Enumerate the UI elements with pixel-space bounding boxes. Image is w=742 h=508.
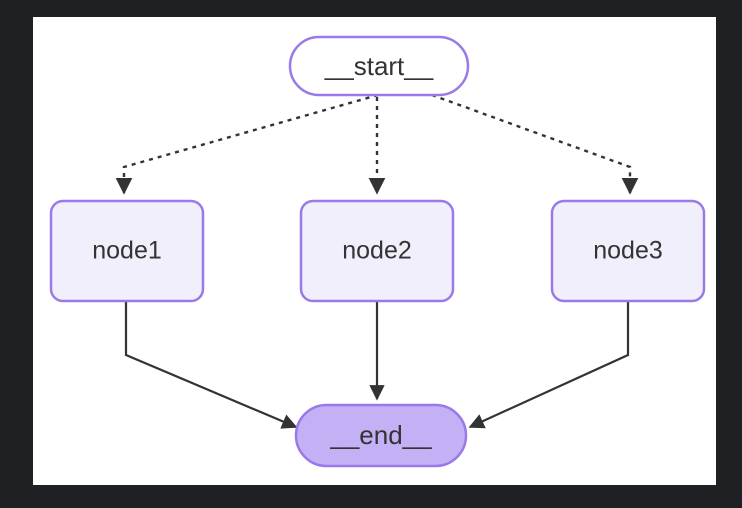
node-node3-label: node3 [593, 237, 663, 265]
node-node3-shape[interactable] [550, 199, 706, 303]
diagram-canvas: __start__ node1 node2 node3 __end__ [33, 17, 716, 485]
node-node2-label: node2 [342, 237, 412, 265]
node-start-shape[interactable] [288, 35, 470, 97]
node-end[interactable]: __end__ [294, 403, 468, 468]
node-end-shape[interactable] [294, 403, 468, 468]
node-node1-shape[interactable] [49, 199, 205, 303]
edge-node3-to-end [468, 301, 630, 429]
node-node1[interactable]: node1 [49, 199, 205, 303]
flowchart-graph: __start__ node1 node2 node3 __end__ [49, 35, 706, 468]
node-start-label: __start__ [324, 51, 434, 81]
edge-start-to-node1 [115, 93, 379, 195]
node-node3[interactable]: node3 [550, 199, 706, 303]
edge-group-start-to-nodes [115, 93, 639, 195]
edge-group-nodes-to-end [124, 301, 630, 429]
node-start[interactable]: __start__ [288, 35, 470, 97]
edge-node1-to-end [124, 301, 298, 429]
node-node1-label: node1 [92, 237, 162, 265]
node-end-label: __end__ [329, 420, 432, 450]
edge-start-to-node3 [431, 93, 639, 195]
node-node2[interactable]: node2 [299, 199, 455, 303]
node-node2-shape[interactable] [299, 199, 455, 303]
